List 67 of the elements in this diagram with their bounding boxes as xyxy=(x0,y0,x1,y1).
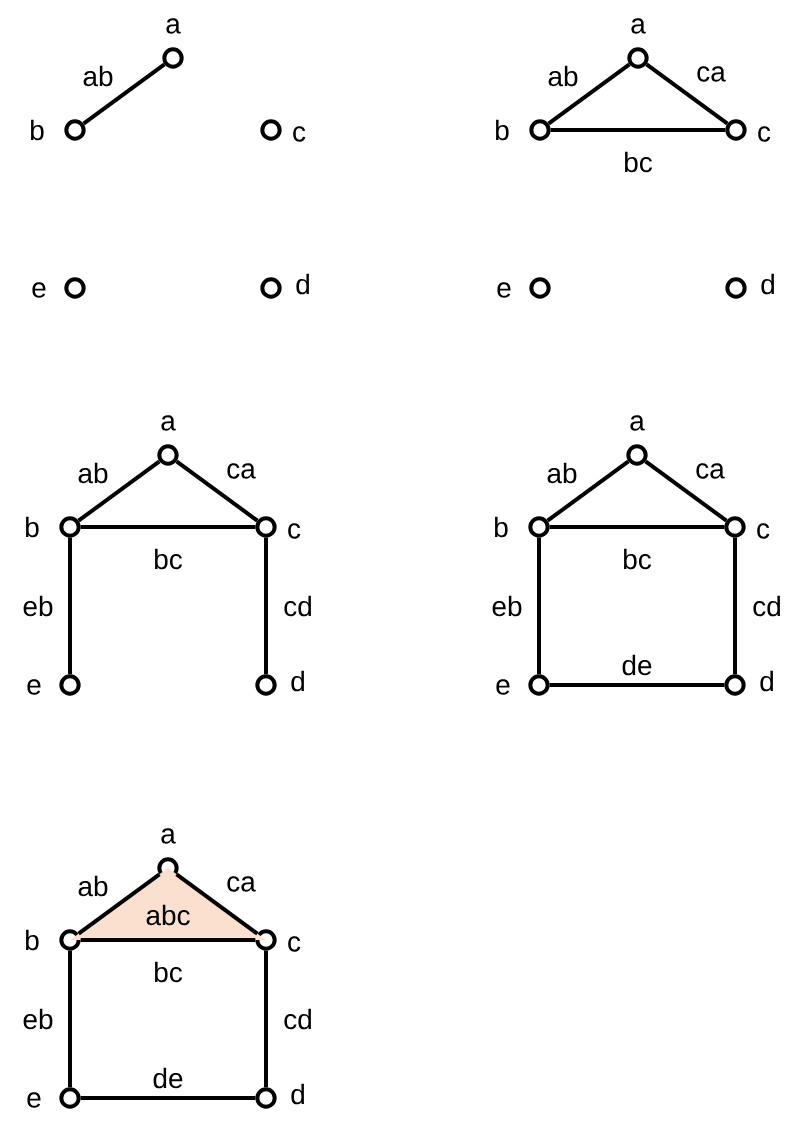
edge-label: cd xyxy=(750,594,784,618)
edge-line xyxy=(68,950,72,1088)
vertex-label: b xyxy=(31,119,44,141)
vertex-label: e xyxy=(496,679,510,695)
edge-label: eb xyxy=(490,594,524,618)
vertex-label: d xyxy=(291,1083,304,1105)
edge-line xyxy=(264,537,268,675)
vertex-label: c xyxy=(293,126,306,142)
edge-line xyxy=(80,1096,256,1100)
edge-line xyxy=(733,537,737,675)
edge-line xyxy=(644,459,728,523)
edge-line xyxy=(68,537,72,675)
edge-line xyxy=(550,128,726,132)
edge-label: ab xyxy=(76,874,110,898)
edge-label: ca xyxy=(693,462,727,480)
edge-label: de xyxy=(151,1066,185,1090)
edge-line xyxy=(175,872,259,936)
edge-line xyxy=(547,62,631,126)
edge-line xyxy=(546,459,630,523)
edge-line xyxy=(80,525,256,529)
vertex-label: b xyxy=(26,516,39,538)
vertex-label: e xyxy=(27,1092,41,1108)
edge-label: ab xyxy=(81,64,115,88)
edge-label: ab xyxy=(546,64,580,88)
edge-line xyxy=(264,950,268,1088)
edge-label: bc xyxy=(621,150,655,174)
vertex-label: a xyxy=(161,828,176,844)
vertex-label: e xyxy=(497,282,511,298)
edge-label: eb xyxy=(21,594,55,618)
vertex-label: b xyxy=(26,929,39,951)
vertex-label: a xyxy=(631,18,646,34)
edge-line xyxy=(175,459,259,523)
edge-label: bc xyxy=(151,960,185,984)
vertex-label: a xyxy=(630,415,645,431)
vertex-label: b xyxy=(495,516,508,538)
edge-line xyxy=(645,62,729,126)
vertex-label: a xyxy=(161,415,176,431)
vertex-label: c xyxy=(758,126,771,142)
vertex-label: b xyxy=(496,119,509,141)
vertex-label: d xyxy=(296,273,309,295)
edge-label: cd xyxy=(281,1007,315,1031)
edge-label: ca xyxy=(224,462,258,480)
vertex-label: c xyxy=(288,523,301,539)
edge-label: ab xyxy=(545,461,579,485)
edge-label: bc xyxy=(620,547,654,571)
edge-label: cd xyxy=(281,594,315,618)
vertex-label: c xyxy=(757,523,770,539)
edge-label: ca xyxy=(224,875,258,893)
edge-line xyxy=(549,525,725,529)
edge-line xyxy=(77,872,161,936)
edge-line xyxy=(82,62,166,126)
edge-line xyxy=(537,537,541,675)
edge-label: bc xyxy=(151,547,185,571)
vertex-label: a xyxy=(166,18,181,34)
edge-label: de xyxy=(620,653,654,677)
edge-line xyxy=(77,459,161,523)
edge-line xyxy=(80,938,256,942)
edge-line xyxy=(549,683,725,687)
vertex-label: d xyxy=(760,670,773,692)
edge-label: ab xyxy=(76,461,110,485)
vertex-label: d xyxy=(291,670,304,692)
vertex-label: e xyxy=(32,282,46,298)
vertex-label: d xyxy=(761,273,774,295)
vertex-label: e xyxy=(27,679,41,695)
edge-label: eb xyxy=(21,1007,55,1031)
vertex-label: c xyxy=(288,936,301,952)
edge-label: ca xyxy=(694,65,728,83)
